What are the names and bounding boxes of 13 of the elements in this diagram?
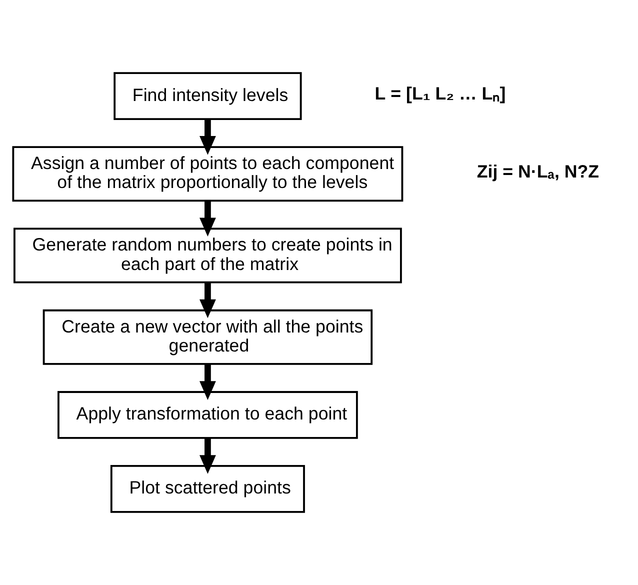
node-box: Find intensity levels: [114, 72, 302, 120]
arrow: [200, 438, 216, 474]
node-box: Plot scattered points: [110, 465, 305, 513]
arrow: [200, 201, 216, 237]
label: Zij = N·Lₐ, N?Z: [476, 161, 600, 182]
node-box: Assign a number of points to each component of the matrix proportionally to the levels: [12, 146, 404, 202]
label: L = [L₁ L₂ … Lₙ]: [374, 84, 506, 104]
node-box: Generate random numbers to create points in each part of the matrix: [14, 228, 402, 284]
node-box: Create a new vector with all the points generated: [42, 309, 373, 365]
arrow: [200, 119, 216, 155]
arrow: [200, 282, 216, 318]
arrow: [200, 364, 216, 400]
node-box: Apply transformation to each point: [58, 391, 358, 439]
